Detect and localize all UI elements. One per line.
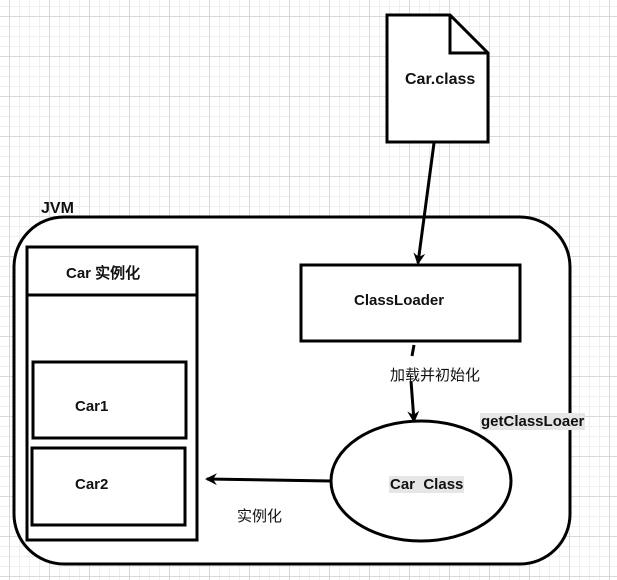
load-edge-label: 加载并初始化 [390,366,481,384]
file-icon[interactable] [385,13,490,144]
get-classloader-label: getClassLoaer [480,413,586,430]
class-node-label: Car Class [389,476,465,493]
file-fold-icon [448,15,488,55]
instantiate-edge-label: 实例化 [237,507,283,525]
instance-car2-label: Car2 [75,476,109,493]
jvm-label: JVM [41,200,74,217]
instance-car1-label: Car1 [75,398,109,415]
instance-car2[interactable] [30,446,187,527]
edge-file-to-classloader [413,142,436,265]
instances-panel-title: Car 实例化 [66,265,141,282]
edge-classloader-dash [410,344,416,357]
edge-class-to-instance [205,473,332,486]
instance-car1[interactable] [31,360,188,440]
instances-panel-header [25,245,199,297]
classloader-node[interactable] [299,263,522,343]
file-node-label: Car.class [405,71,476,88]
edge-classloader-to-class [407,380,420,423]
classloader-label: ClassLoader [354,292,445,309]
